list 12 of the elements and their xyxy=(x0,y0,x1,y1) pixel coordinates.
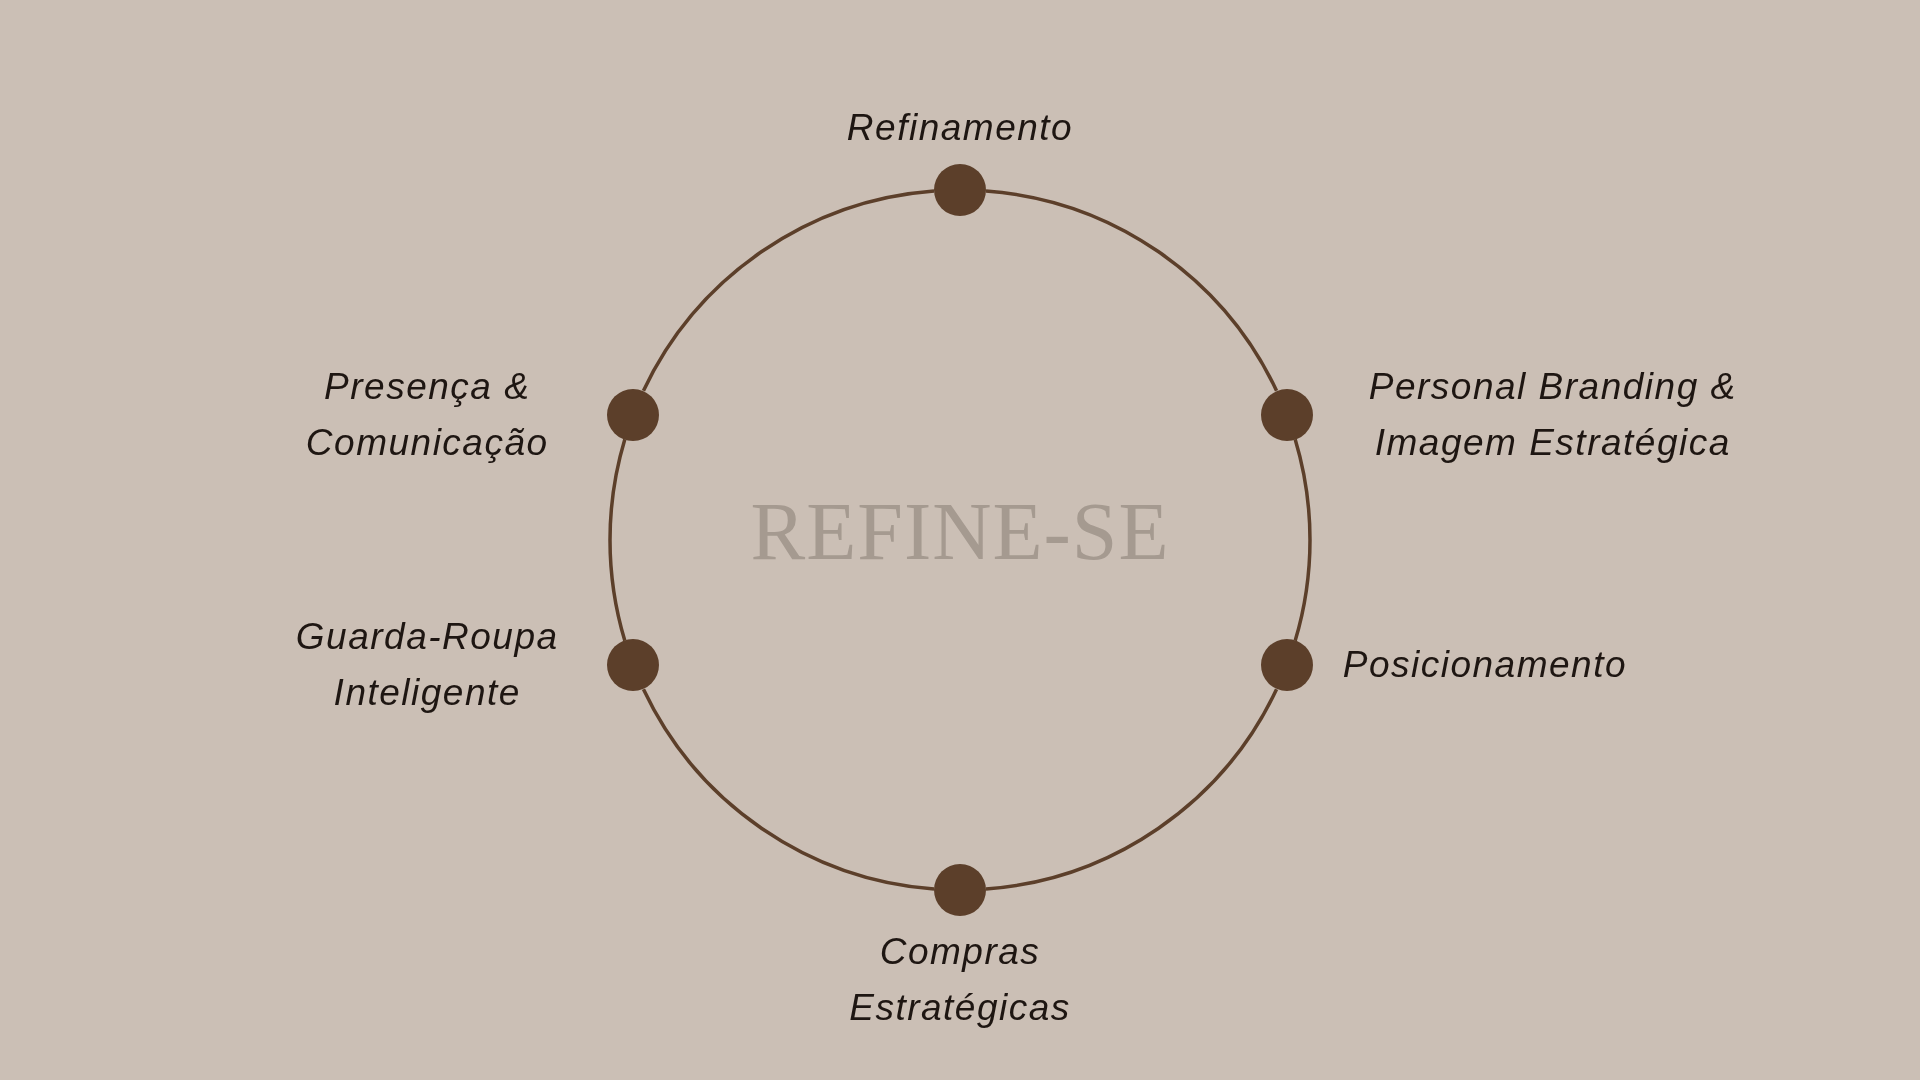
step-label: Refinamento xyxy=(846,106,1074,150)
step-label: Posicionamento xyxy=(1342,643,1627,688)
step-label: Compras Estratégicas xyxy=(848,930,1072,1030)
step-label: Guarda-Roupa Inteligente xyxy=(294,615,560,716)
ring-arc xyxy=(608,438,627,642)
ring-arc xyxy=(1293,438,1312,642)
ring-arc xyxy=(985,688,1279,891)
ring-arc xyxy=(641,189,935,392)
ring-arc xyxy=(641,688,935,891)
step-label: Personal Branding & Imagem Estratégica xyxy=(1367,364,1738,465)
step-label: Presença & Comunicação xyxy=(304,364,550,465)
ring-arc xyxy=(985,189,1279,392)
